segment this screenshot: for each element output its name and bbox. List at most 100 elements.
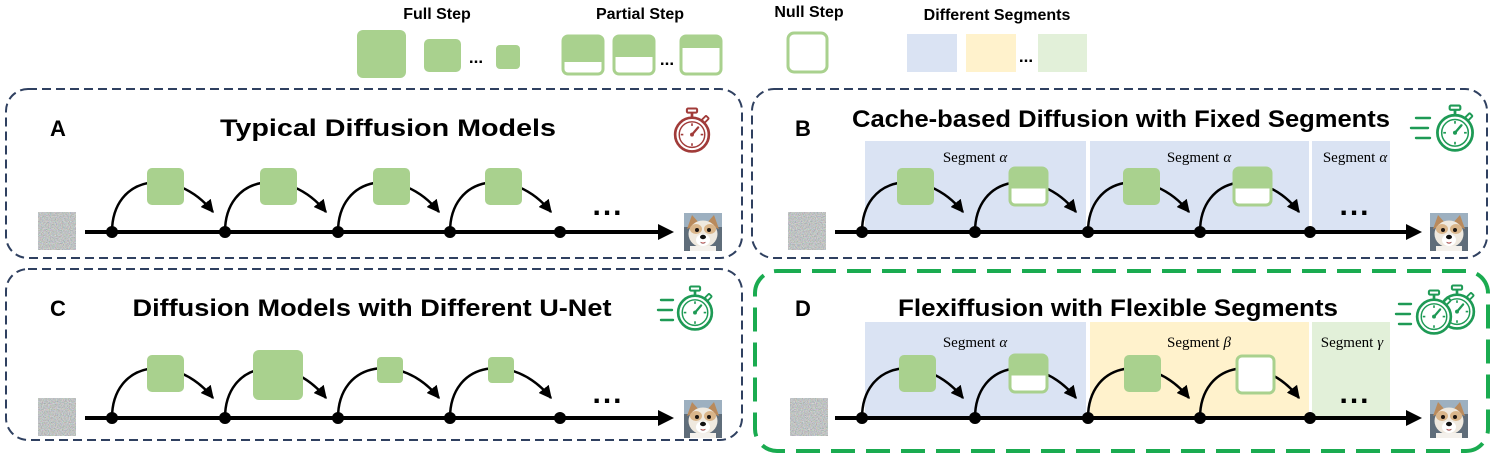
step-arrow [448,366,552,419]
timestep-dot [856,226,868,238]
panel-b: B Cache-based Diffusion with Fixed Segme… [751,88,1488,259]
full-step [147,168,184,205]
panel-title: Flexiffusion with Flexible Segments [898,295,1338,322]
full-step [260,168,297,205]
partial-step [1232,166,1273,207]
timestep-dot [1082,412,1094,424]
timestep-dot [969,412,981,424]
panel-title: Typical Diffusion Models [220,115,556,142]
full-step [1124,355,1161,392]
timestep-dot [332,412,344,424]
null-step-box [786,31,829,74]
dog-image [1430,400,1468,438]
full-step-large [357,30,406,78]
timestep-dot [1194,226,1206,238]
partial-step-box [561,34,605,76]
timestep-dot [554,226,566,238]
legend-ellipsis: ... [469,48,483,67]
legend-full-step-label: Full Step [403,6,471,23]
segment-word: Segment [943,335,996,351]
step-arrow [336,366,440,419]
partial-step-box [679,34,723,76]
panel-letter: D [795,296,811,321]
segment-swatch-green [1038,34,1087,72]
partial-step [1008,166,1049,207]
legend-null-step: Null Step [774,4,844,74]
panel-c: C Diffusion Models with Different U-Net … [5,268,743,441]
timeline-ellipsis: ... [1339,189,1370,222]
timestep-dot [106,226,118,238]
dog-image [684,213,722,251]
legend-null-step-label: Null Step [774,4,844,21]
full-step-small [496,45,520,69]
noise-image [788,212,826,250]
panel-a: A Typical Diffusion Models ... [5,88,743,259]
segment-symbol: α [999,335,1008,351]
full-step-medium [147,355,184,392]
panel-b-border [751,88,1488,259]
timestep-dot [444,412,456,424]
panel-d-border [753,269,1490,453]
timeline-ellipsis: ... [592,189,623,222]
segment-swatch-yellow [966,34,1016,72]
timestep-dot [219,412,231,424]
legend-partial-step: Partial Step ... [561,6,723,76]
null-step [1235,354,1276,395]
fast-stopwatch-icon [656,285,714,331]
panel-title: Diffusion Models with Different U-Net [133,295,612,322]
segment-region [1312,141,1390,232]
segment-word: Segment [1167,150,1220,166]
legend-segments-label: Different Segments [924,7,1071,24]
timestep-dot [444,226,456,238]
segment-symbol: γ [1377,335,1384,351]
partial-step-box [612,34,656,76]
panel-letter: C [50,296,66,321]
timestep-dot [1304,412,1316,424]
full-step-small [488,357,514,383]
panel-letter: A [50,116,66,141]
segment-symbol: α [1223,150,1232,166]
fast-stopwatch-icon [1409,104,1475,152]
null-step-fill [788,33,827,72]
full-step-large [253,350,303,400]
legend-partial-step-label: Partial Step [596,6,684,23]
noise-image [790,398,828,436]
panel-title: Cache-based Diffusion with Fixed Segment… [852,106,1390,133]
segment-symbol: α [999,150,1008,166]
panel-letter: B [795,116,811,141]
full-step-small [377,357,403,383]
panel-d: D Flexiffusion with Flexible Segments Se… [753,269,1490,453]
timestep-dot [969,226,981,238]
full-step-medium [424,39,461,72]
legend: Full Step ... Partial Step ... [357,4,1087,78]
dog-image [684,400,722,438]
timeline-arrowhead [658,224,674,240]
full-step [897,168,934,205]
segment-word: Segment [943,150,996,166]
full-step [373,168,410,205]
segment-symbol: β [1223,335,1232,351]
noise-image [38,398,76,436]
full-step [485,168,522,205]
double-fast-stopwatch-icon [1394,284,1476,335]
segment-region [1312,322,1390,418]
timestep-dot [856,412,868,424]
timestep-dot [1194,412,1206,424]
legend-ellipsis: ... [1019,47,1033,66]
timestep-dot [1304,226,1316,238]
timeline-ellipsis: ... [1339,377,1370,410]
partial-step [1008,353,1049,394]
timestep-dot [332,226,344,238]
noise-image [38,212,76,250]
timestep-dot [219,226,231,238]
dog-image [1430,213,1468,251]
segment-word: Segment [1167,335,1220,351]
panel-a-border [5,88,743,259]
full-step [1123,168,1160,205]
